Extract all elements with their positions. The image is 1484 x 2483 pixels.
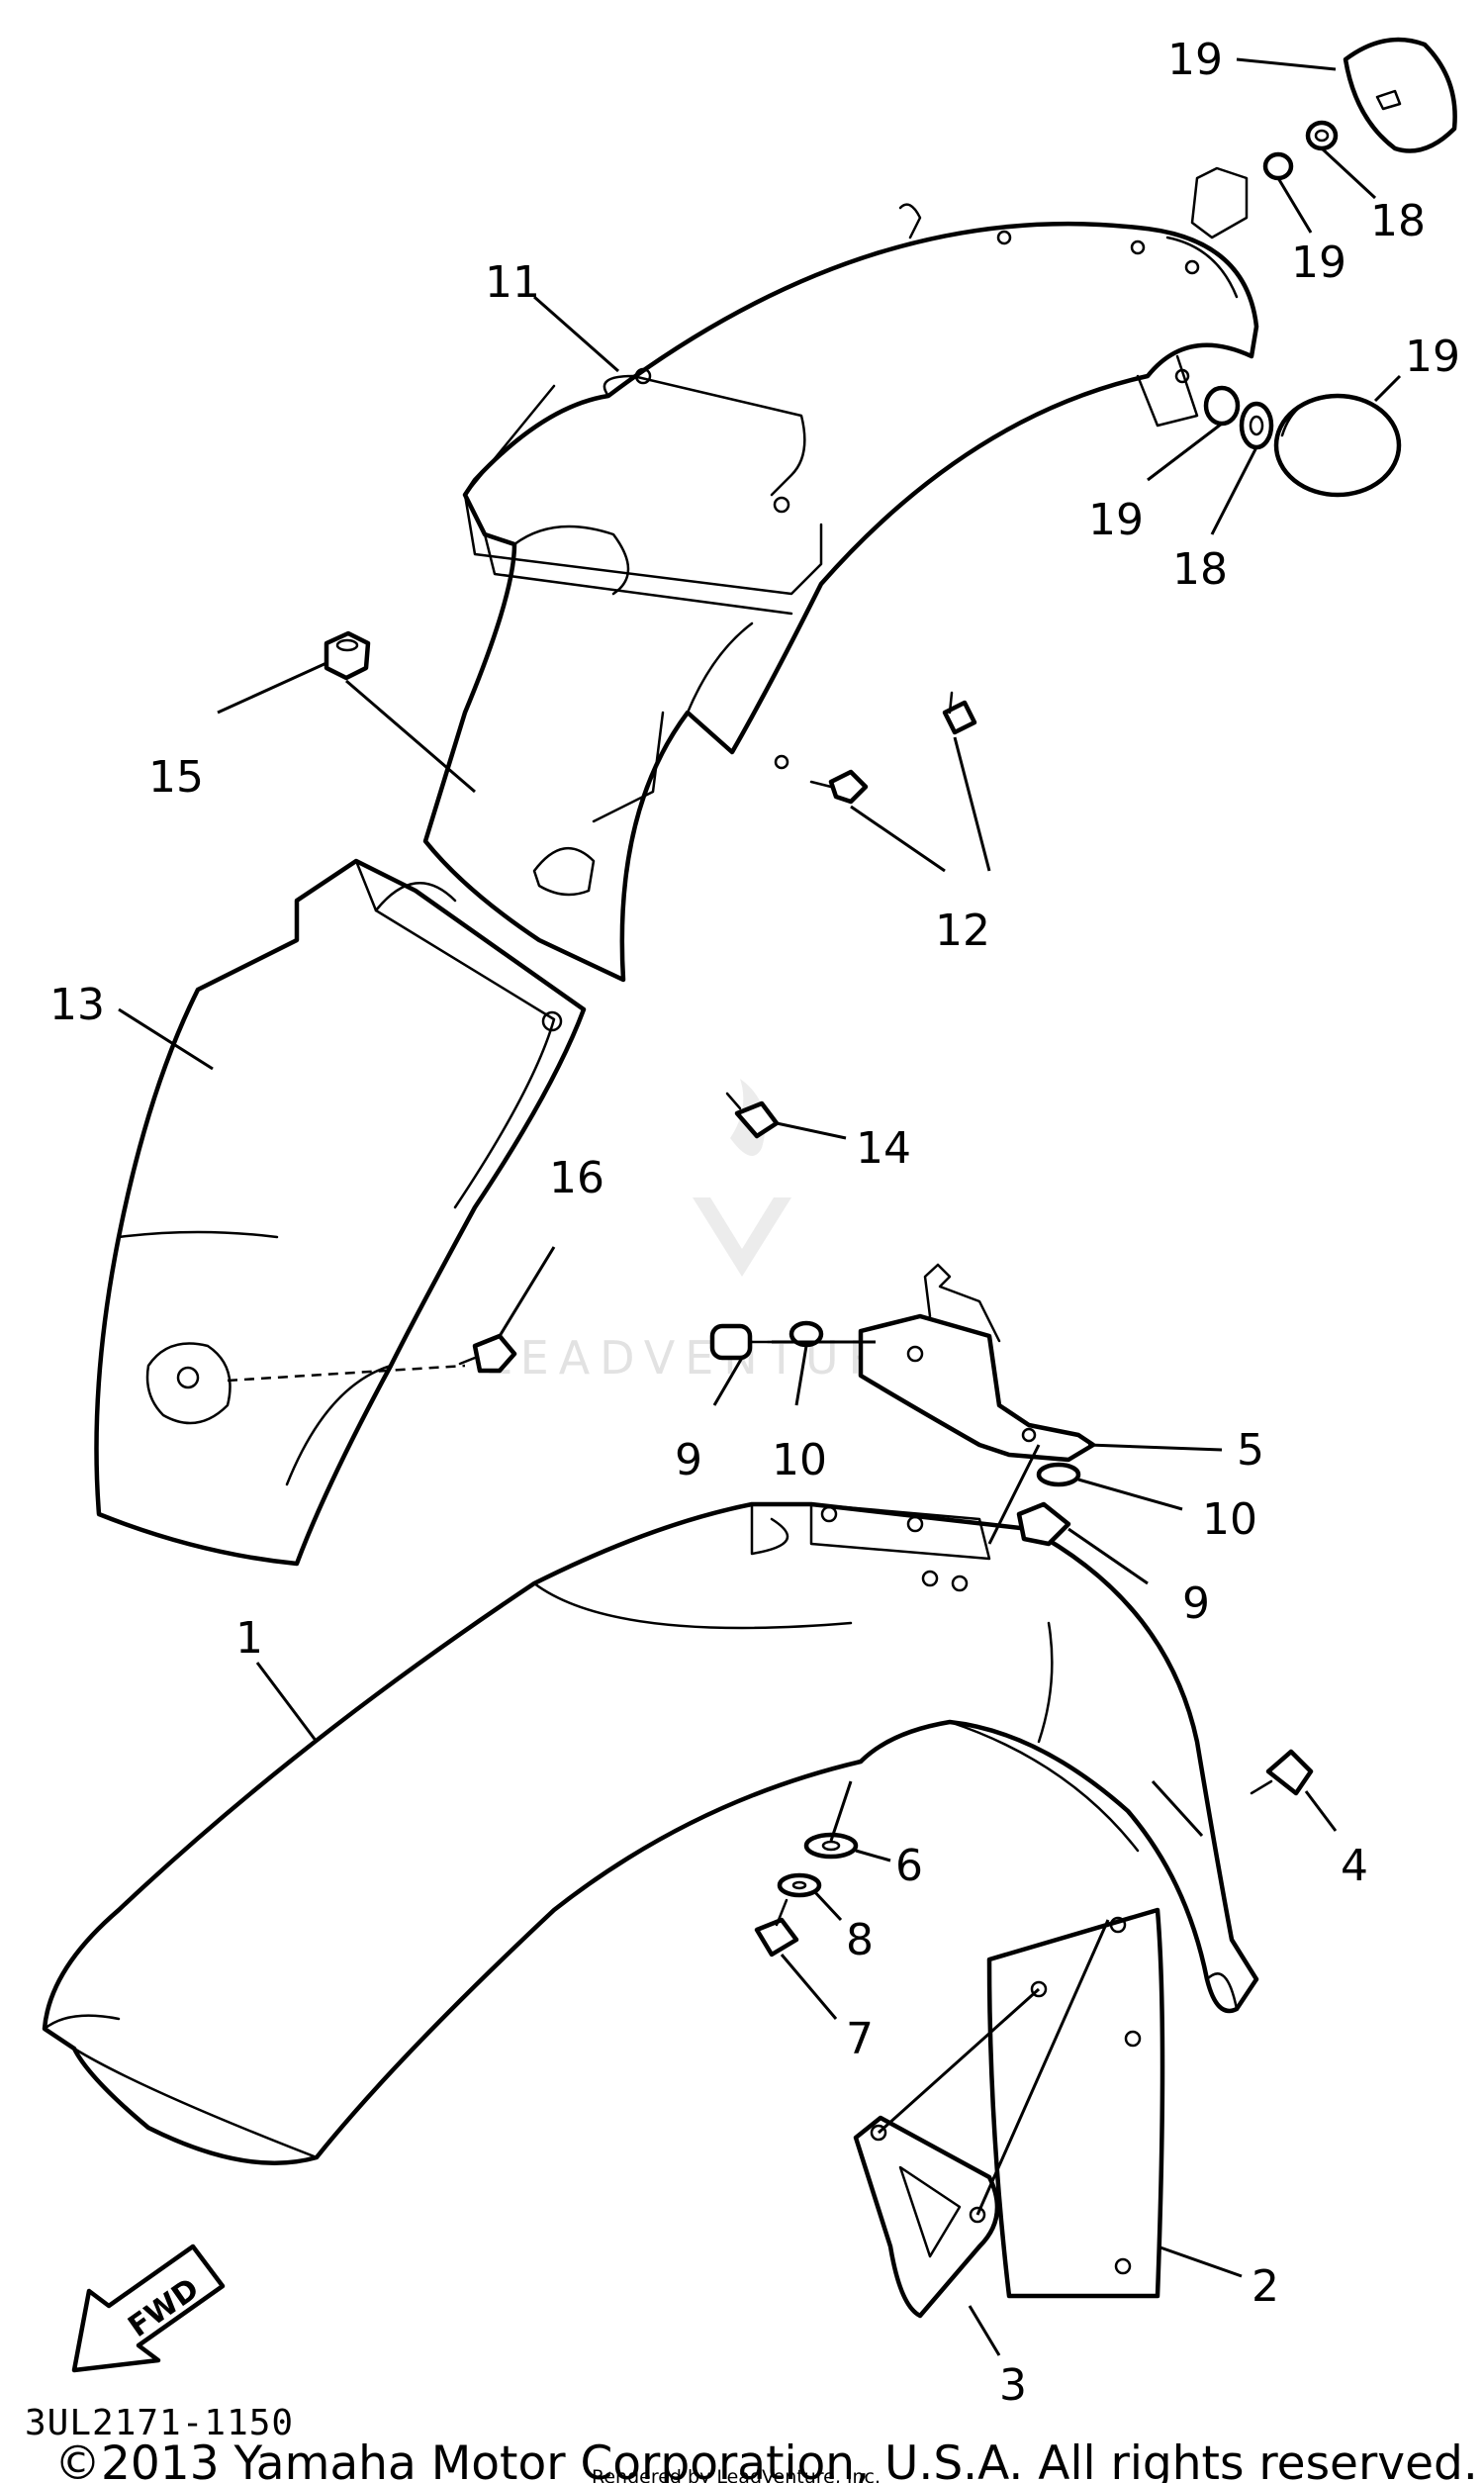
part-15-nut <box>324 630 371 681</box>
callout-8: 8 <box>846 1915 874 1965</box>
callout-labels: 19 18 19 19 19 18 11 15 12 13 14 16 9 10… <box>49 35 1460 2411</box>
leader-lines <box>118 57 1402 2356</box>
callout-12: 12 <box>935 906 990 956</box>
callout-11: 11 <box>485 257 540 308</box>
fwd-arrow-icon: FWD <box>71 2244 226 2373</box>
callout-18-upper: 18 <box>1370 196 1426 246</box>
callout-15: 15 <box>148 752 204 803</box>
callout-19-upper: 19 <box>1291 238 1346 288</box>
callout-14: 14 <box>856 1123 911 1174</box>
part-19-nut-lower <box>1203 385 1241 427</box>
part-12-bolt-a <box>942 691 977 735</box>
callout-19-lower: 19 <box>1088 495 1144 545</box>
callout-6: 6 <box>895 1841 923 1891</box>
part-9-bolt-lower <box>1016 1501 1071 1547</box>
part-17-reflector-upper <box>1343 37 1457 153</box>
part-4-bolt <box>1250 1749 1314 1796</box>
callout-9-upper: 9 <box>675 1435 702 1485</box>
part-18-washer-upper <box>1305 120 1339 151</box>
callout-18-lower: 18 <box>1172 544 1228 595</box>
part-17-reflector-lower <box>1273 393 1402 498</box>
callout-17-upper: 19 <box>1167 35 1223 85</box>
callout-7: 7 <box>846 2014 874 2064</box>
callout-16: 16 <box>549 1153 604 1203</box>
callout-4: 4 <box>1341 1841 1368 1891</box>
callout-10-lower: 10 <box>1202 1494 1257 1545</box>
part-5-bracket <box>858 1263 1096 1463</box>
callout-10-upper: 10 <box>772 1435 827 1485</box>
part-2-mud-flap <box>986 1907 1165 2299</box>
callout-1: 1 <box>235 1613 263 1664</box>
part-9-bolt-upper <box>709 1323 774 1361</box>
callout-17-lower: 19 <box>1405 332 1460 382</box>
watermark: LEADVENTURE <box>485 1079 929 1385</box>
rendered-by-note: Rendered by LeadVenture, Inc. <box>592 2466 881 2483</box>
part-12-bolt-b <box>809 769 869 805</box>
part-10-washer-lower <box>1036 1462 1081 1487</box>
callout-9-lower: 9 <box>1182 1578 1210 1629</box>
part-18-washer-lower <box>1239 401 1274 450</box>
part-13-rear-flap <box>94 858 587 1567</box>
part-1-front-fender <box>42 1501 1259 2165</box>
part-10-washer-upper <box>788 1320 824 1348</box>
callout-13: 13 <box>49 980 105 1030</box>
callout-2: 2 <box>1252 2261 1279 2312</box>
part-3-bracket <box>853 2115 1000 2319</box>
watermark-text: LEADVENTURE <box>485 1331 929 1385</box>
part-7-bolt <box>754 1898 799 1958</box>
part-6-washer <box>803 1832 859 1860</box>
callout-5: 5 <box>1237 1425 1264 1476</box>
part-16-grommet <box>458 1333 517 1374</box>
callout-3: 3 <box>999 2360 1027 2411</box>
copyright-notice: ©2013 Yamaha Motor Corporation, U.S.A. A… <box>54 2436 1478 2483</box>
diagram-code: 3UL2171-1150 <box>25 2403 294 2443</box>
part-11-rear-fender <box>422 166 1259 983</box>
part-8-washer <box>777 1872 822 1898</box>
part-19-nut-upper <box>1262 151 1294 181</box>
